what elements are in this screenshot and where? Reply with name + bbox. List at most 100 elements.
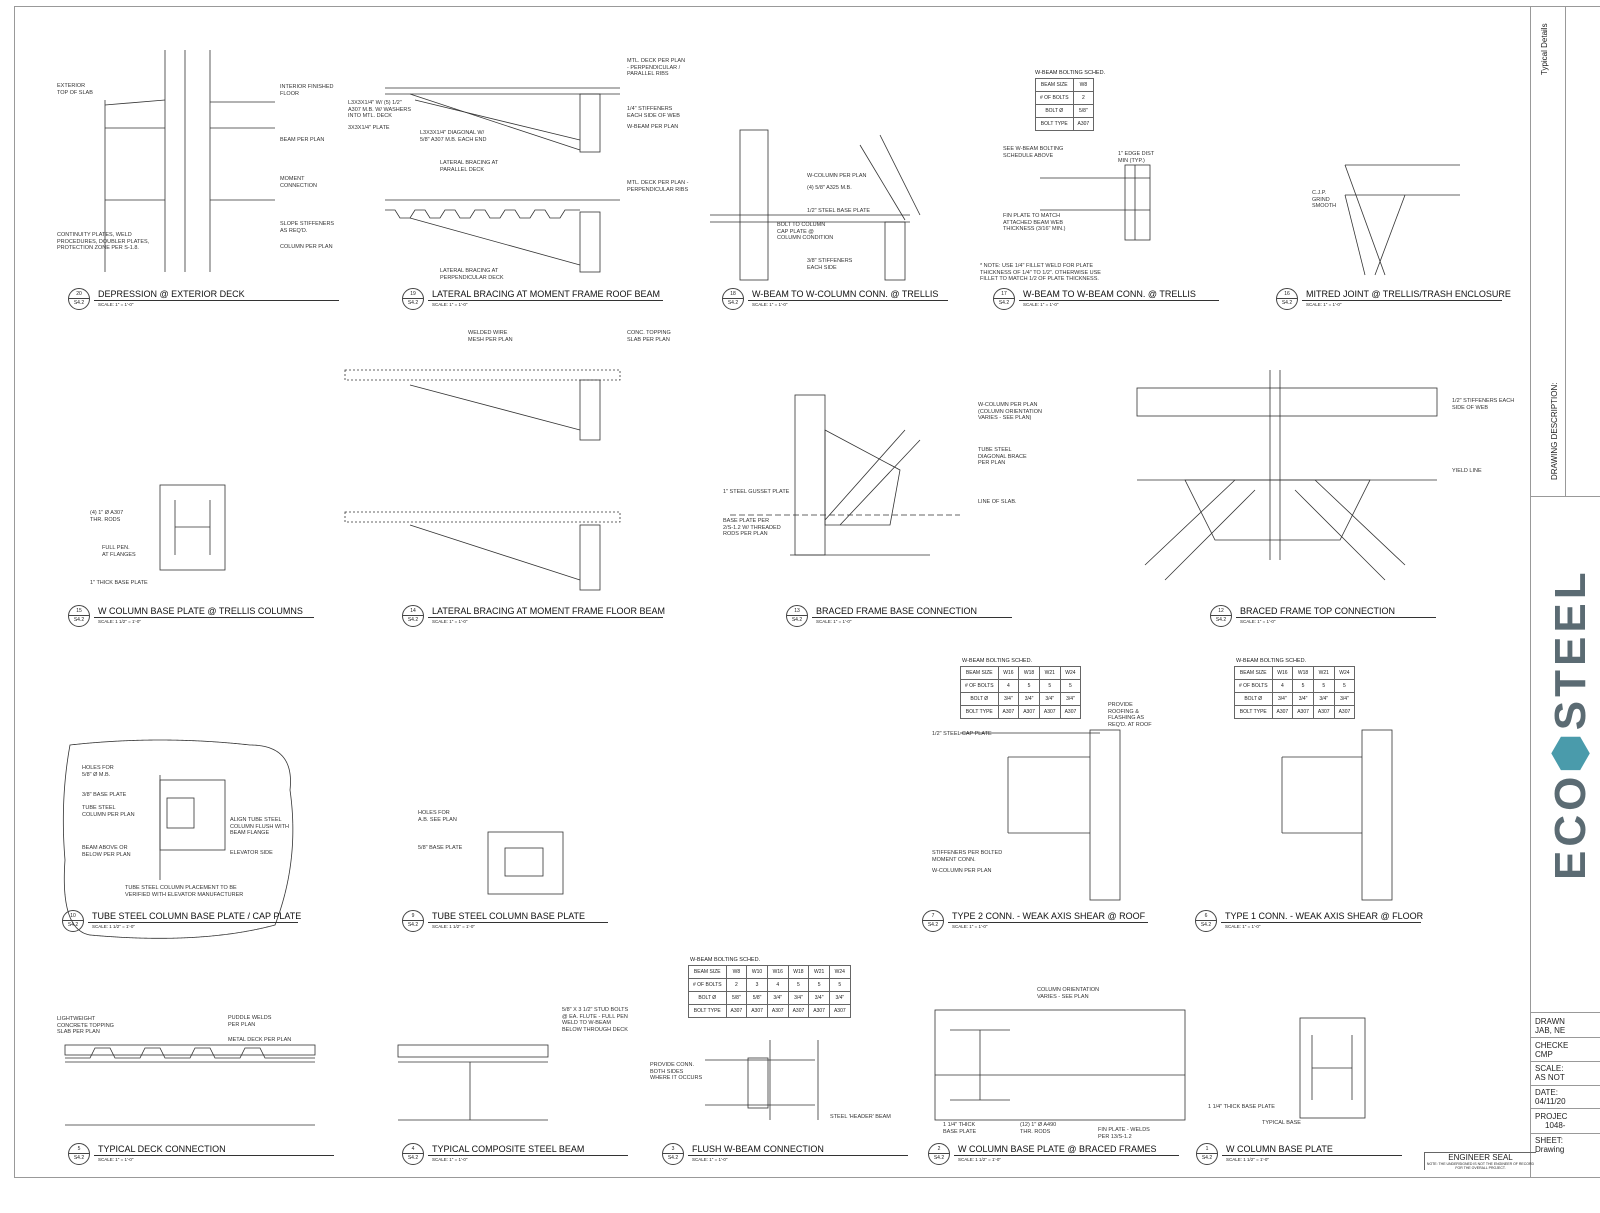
detail-title: TYPICAL COMPOSITE STEEL BEAM [432, 1144, 585, 1154]
callout-label: YIELD LINE [1452, 468, 1482, 474]
table-cell: 3/4" [1271, 692, 1294, 706]
table-cell: 5/8" [1072, 104, 1095, 118]
callout-label: (4) 5/8" A325 M.B. [807, 185, 852, 191]
detail-number: 15 [69, 606, 89, 616]
table-cell: 2 [1072, 91, 1095, 105]
detail-title: LATERAL BRACING AT MOMENT FRAME ROOF BEA… [432, 289, 661, 299]
sheet-ref: S4.2 [791, 617, 803, 623]
sheet-ref: S4.2 [1281, 300, 1293, 306]
detail-scale: SCALE: 1" = 1'-0" [952, 924, 988, 929]
callout-label: HOLES FOR A.B. SEE PLAN [418, 810, 457, 823]
table-cell: 3/4" [1018, 692, 1040, 706]
detail-7-drawing [960, 729, 1121, 901]
callout-label: CONTINUITY PLATES, WELD PROCEDURES, DOUB… [57, 232, 150, 251]
detail-number: 5 [69, 1144, 89, 1154]
detail-title: DEPRESSION @ EXTERIOR DECK [98, 289, 245, 299]
callout-label: INTERIOR FINISHED FLOOR [280, 84, 334, 97]
table-cell: A307 [1059, 705, 1082, 719]
table-cell: W21 [1038, 666, 1061, 680]
table-cell: W21 [1312, 666, 1335, 680]
table-cell: A307 [1333, 705, 1356, 719]
callout-label: LATERAL BRACING AT PERPENDICULAR DECK [440, 268, 504, 281]
detail-number: 9 [403, 911, 423, 921]
detail-number: 12 [1211, 606, 1231, 616]
sheet-ref: S4.2 [1215, 617, 1227, 623]
detail-number: 1 [1197, 1144, 1217, 1154]
callout-label: TUBE STEEL COLUMN PLACEMENT TO BE VERIFI… [125, 885, 244, 898]
detail-number: 6 [1196, 911, 1216, 921]
callout-label: TYPICAL BASE [1262, 1120, 1301, 1126]
table-cell: BEAM SIZE [960, 666, 999, 680]
table-cell: 3/4" [766, 991, 789, 1005]
detail-20-drawing [104, 50, 275, 272]
callout-label: 1 1/4" THICK BASE PLATE [1208, 1104, 1275, 1110]
table-cell: W24 [828, 965, 851, 979]
table-cell: # OF BOLTS [1035, 91, 1074, 105]
callout-label: COLUMN ORIENTATION VARIES - SEE PLAN [1037, 987, 1100, 1000]
table-cell: A307 [1271, 705, 1294, 719]
table-cell: 3/4" [1038, 692, 1061, 706]
detail-13-drawing [730, 394, 960, 556]
detail-title: TYPICAL DECK CONNECTION [98, 1144, 226, 1154]
detail-9-drawing [487, 831, 564, 895]
table-cell: A307 [808, 1004, 830, 1018]
detail-scale: SCALE: 1" = 1'-0" [1306, 302, 1342, 307]
table-cell: W21 [808, 965, 830, 979]
drawing-border [14, 6, 1600, 1178]
callout-label: 3/8" STIFFENERS EACH SIDE [807, 258, 853, 271]
callout-label: FIN PLATE - WELDS PER 13/S-1.2 [1098, 1127, 1150, 1140]
sheet-ref: S4.2 [407, 300, 419, 306]
detail-number: 13 [787, 606, 807, 616]
drawing-description: Typical Details [1540, 23, 1549, 75]
detail-scale: SCALE: 1" = 1'-0" [98, 302, 134, 307]
detail-4-drawing [397, 1044, 549, 1121]
table-cell: A307 [997, 705, 1020, 719]
detail-title: TUBE STEEL COLUMN BASE PLATE / CAP PLATE [92, 911, 302, 921]
table-cell: 5 [828, 978, 851, 992]
callout-label: LINE OF SLAB. [978, 499, 1017, 505]
table-cell: 5/8" [746, 991, 768, 1005]
detail-number: 2 [929, 1144, 949, 1154]
table-cell: A307 [1292, 705, 1314, 719]
table-cell: W24 [1333, 666, 1356, 680]
callout-label: 1" EDGE DIST MIN (TYP.) [1118, 151, 1155, 164]
detail-scale: SCALE: 1 1/2" = 1'-0" [1226, 1157, 1269, 1162]
detail-title: W COLUMN BASE PLATE @ BRACED FRAMES [958, 1144, 1157, 1154]
table-cell: 5 [1059, 679, 1082, 693]
detail-scale: SCALE: 1 1/2" = 1'-0" [958, 1157, 1001, 1162]
detail-drawings [62, 50, 1460, 1126]
table-cell: W18 [787, 965, 810, 979]
detail-scale: SCALE: 1" = 1'-0" [432, 1157, 468, 1162]
callout-label: BOLT TO COLUMN CAP PLATE @ COLUMN CONDIT… [777, 222, 834, 241]
detail-5-drawing [64, 1044, 316, 1126]
table-cell: BOLT Ø [1035, 104, 1074, 118]
table-cell: 5 [1312, 679, 1335, 693]
detail-title: W COLUMN BASE PLATE [1226, 1144, 1333, 1154]
scale-field: SCALE:AS NOT [1535, 1064, 1565, 1082]
table-cell: 5 [1292, 679, 1314, 693]
callout-label: 1" STEEL GUSSET PLATE [723, 489, 790, 495]
title-block-divider [1530, 496, 1600, 497]
table-cell: BOLT TYPE [688, 1004, 727, 1018]
sheet-ref: S4.2 [667, 1155, 679, 1161]
table-cell: BOLT Ø [1234, 692, 1273, 706]
table-cell: BOLT TYPE [960, 705, 999, 719]
table-cell: BOLT Ø [688, 991, 727, 1005]
detail-title: W-BEAM TO W-COLUMN CONN. @ TRELLIS [752, 289, 939, 299]
